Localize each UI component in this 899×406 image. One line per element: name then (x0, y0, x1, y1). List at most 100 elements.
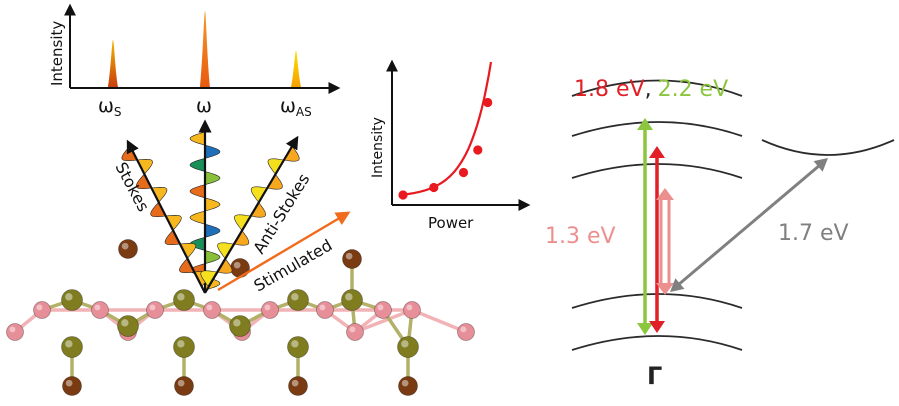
chalcogen-atom-highlight (460, 326, 467, 333)
ligand-atom-highlight (233, 261, 241, 269)
conduction-band-1 (571, 79, 743, 97)
chalcogen-atom-highlight (264, 304, 271, 311)
chalcogen-atom-highlight (36, 304, 43, 311)
metal-atom-highlight (65, 340, 73, 348)
spectrum-peak (291, 50, 301, 87)
transition-arrowhead (813, 158, 828, 172)
metal-atom (287, 289, 309, 311)
conduction-band-2 (571, 121, 743, 137)
wave-lobe (204, 144, 221, 159)
ligand-atom (62, 376, 82, 396)
band-diagram: 1.8 eV,2.2 eV 1.3 eV 1.7 eV Γ (545, 77, 895, 390)
metal-atom-highlight (65, 293, 73, 301)
metal-atom (61, 289, 83, 311)
metal-atom-highlight (177, 340, 185, 348)
chalcogen-atom (346, 323, 364, 341)
metal-atom-highlight (291, 340, 299, 348)
chalcogen-atom-highlight (349, 326, 356, 333)
metal-atom (61, 336, 83, 358)
metal-atom (117, 315, 139, 337)
chalcogen-atom-highlight (377, 304, 384, 311)
wave-lobe (266, 173, 283, 190)
wave-lobe (200, 270, 217, 287)
wave-lobe (164, 229, 181, 246)
wave-lobe (135, 173, 153, 190)
chalcogen-atom (146, 301, 164, 319)
side-valley-band (761, 139, 895, 156)
chalcogen-atom (457, 323, 475, 341)
metal-atom (341, 289, 363, 311)
wave-lobe (204, 250, 221, 265)
power-data-point (429, 182, 439, 193)
spectrum-y-label: Intensity (48, 21, 66, 86)
wave-lobe (165, 214, 182, 231)
wave-lobe (232, 229, 250, 246)
wave-lobe (150, 201, 167, 218)
wave-lobe (179, 257, 196, 274)
energy-grey-label: 1.7 eV (778, 221, 849, 246)
chalcogen-atom (261, 301, 279, 319)
transition-arrowhead (649, 321, 665, 333)
wave-lobe (189, 210, 206, 225)
wave-lobe (151, 186, 168, 203)
power-x-label: Power (428, 214, 474, 232)
crystal-lattice (6, 239, 475, 396)
chalcogen-atom-highlight (319, 304, 326, 311)
lattice-bond (410, 308, 468, 334)
energy-red-label: 1.8 eV (574, 77, 645, 102)
ligand-atom-highlight (401, 379, 409, 387)
energy-pink-label: 1.3 eV (545, 224, 616, 249)
power-data-point (398, 190, 408, 200)
wave-lobe (217, 242, 234, 259)
ligand-atom (118, 239, 138, 259)
chalcogen-atom (91, 301, 109, 319)
chalcogen-atom (6, 323, 24, 341)
transition-arrowhead (656, 188, 674, 200)
wave-lobe (204, 171, 221, 186)
metal-atom (287, 336, 309, 358)
power-data-point (483, 97, 493, 108)
scattering-beams: Stokes Anti-Stokes Stimulated (111, 119, 351, 295)
metal-atom (397, 336, 419, 358)
metal-atom (173, 336, 195, 358)
metal-atom (173, 289, 195, 311)
wave-lobe (249, 201, 267, 218)
wave-lobe (179, 242, 197, 259)
chalcogen-atom (203, 301, 221, 319)
transition-arrowhead (649, 146, 665, 158)
ligand-atom-highlight (65, 379, 73, 387)
ligand-atom (230, 258, 250, 278)
energy-labels-top: 1.8 eV,2.2 eV (574, 77, 728, 102)
power-plot: Intensity Power (370, 59, 531, 232)
spectrum-inset: Intensity ωS ω ωAS (48, 3, 341, 119)
gamma-point-label: Γ (647, 362, 662, 390)
metal-atom (229, 315, 251, 337)
energy-separator: , (645, 77, 652, 102)
spectrum-peak (200, 11, 210, 87)
anti-stokes-wave (200, 145, 300, 287)
transition-arrowhead (637, 323, 653, 335)
wave-lobe (189, 157, 206, 172)
wave-lobe (189, 131, 206, 146)
ligand-atom-highlight (177, 379, 185, 387)
spectrum-peaks (108, 11, 301, 87)
omega-s-label: ωS (98, 95, 122, 119)
stokes-arrow (126, 139, 206, 294)
valence-band-2 (571, 335, 743, 351)
transition-arrowhead (637, 118, 653, 130)
chalcogen-atom-highlight (206, 304, 213, 311)
ligand-atom (342, 249, 362, 269)
energy-green-label: 2.2 eV (658, 77, 729, 102)
power-data-point (473, 145, 483, 155)
wave-lobe (136, 158, 153, 175)
metal-atom-highlight (345, 293, 353, 301)
chalcogen-atom (403, 301, 421, 319)
chalcogen-atom-highlight (9, 326, 16, 333)
wave-lobe (250, 186, 268, 203)
wave-lobe (204, 197, 221, 212)
metal-atom-highlight (177, 293, 185, 301)
ligand-atom (398, 376, 418, 396)
chalcogen-atom (33, 301, 51, 319)
lattice-atoms (6, 239, 475, 396)
